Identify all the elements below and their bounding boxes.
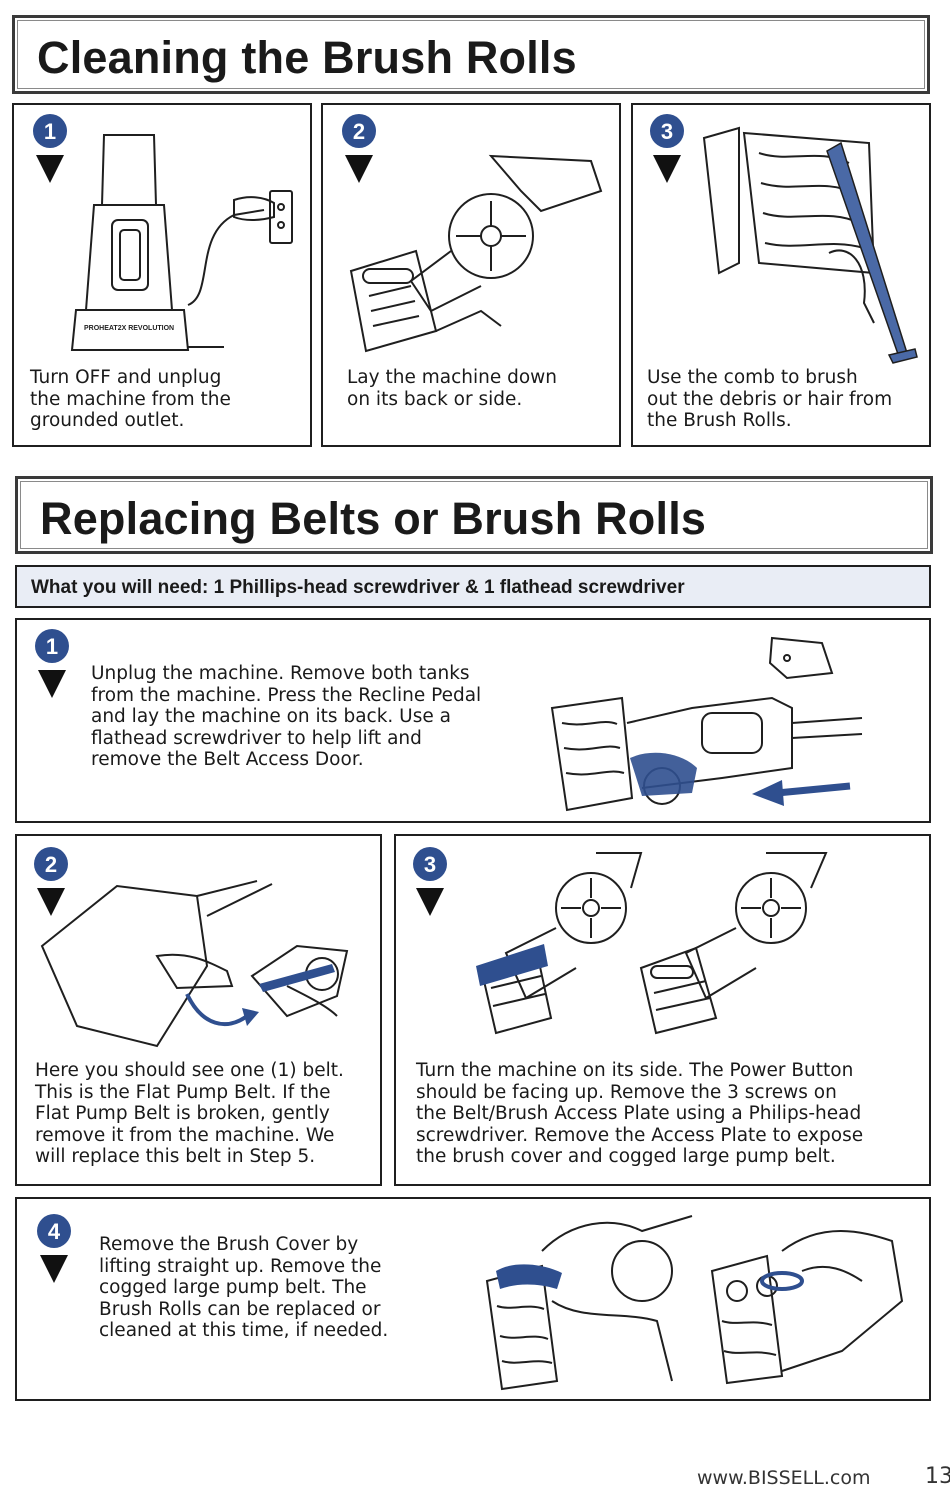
flat-pump-belt-illustration xyxy=(37,876,367,1051)
step-number: 2 xyxy=(45,852,57,877)
step-instruction: Remove the Brush Cover by lifting straig… xyxy=(99,1234,459,1342)
replace-step-2-panel: 2 Here you should see one (1) belt. This… xyxy=(15,834,382,1186)
step-number-badge: 1 xyxy=(32,626,72,706)
unplug-machine-illustration: PROHEAT2X REVOLUTION xyxy=(64,125,304,355)
required-tools-bar: What you will need: 1 Phillips-head scre… xyxy=(15,565,931,608)
step-number-badge: 3 xyxy=(410,844,450,924)
comb-brushing-illustration xyxy=(699,123,929,368)
brush-cover-removal-illustration xyxy=(482,1211,922,1391)
step-instruction: Lay the machine down on its back or side… xyxy=(347,367,613,410)
step-number: 1 xyxy=(44,119,56,144)
step-instruction: Use the comb to brush out the debris or … xyxy=(647,367,929,432)
step-number-badge: 3 xyxy=(647,111,687,191)
cleaning-step-1-panel: 1 PROHEAT2X REVOLUTION Turn OFF and unpl… xyxy=(12,103,312,447)
required-tools-text: What you will need: 1 Phillips-head scre… xyxy=(31,577,685,598)
step-number: 3 xyxy=(661,119,673,144)
replace-step-1-panel: 1 Unplug the machine. Remove both tanks … xyxy=(15,618,931,823)
step-number: 3 xyxy=(424,852,436,877)
belt-access-door-illustration xyxy=(532,628,872,818)
section-header-cleaning: Cleaning the Brush Rolls xyxy=(12,15,930,94)
page-number: 13 xyxy=(925,1464,950,1489)
replace-step-3-panel: 3 Turn the machine on its side. The Powe… xyxy=(394,834,931,1186)
step-number: 4 xyxy=(48,1219,61,1244)
access-plate-removal-illustration xyxy=(466,848,866,1038)
step-instruction: Turn the machine on its side. The Power … xyxy=(416,1060,928,1168)
footer-website: www.BISSELL.com xyxy=(697,1467,870,1489)
step-instruction: Here you should see one (1) belt. This i… xyxy=(35,1060,380,1168)
section-title: Replacing Belts or Brush Rolls xyxy=(40,493,706,545)
machine-brand-label: PROHEAT2X REVOLUTION xyxy=(84,325,174,332)
section-header-replacing: Replacing Belts or Brush Rolls xyxy=(15,476,933,554)
step-number: 1 xyxy=(46,634,58,659)
cleaning-step-3-panel: 3 Use the comb to brush out the debris o… xyxy=(631,103,931,447)
step-instruction: Turn OFF and unplug the machine from the… xyxy=(30,367,300,432)
step-instruction: Unplug the machine. Remove both tanks fr… xyxy=(91,663,531,771)
step-number: 2 xyxy=(353,119,365,144)
step-number-badge: 4 xyxy=(34,1211,74,1291)
section-title: Cleaning the Brush Rolls xyxy=(37,32,577,84)
cleaning-step-2-panel: 2 Lay the machine down on its back or si… xyxy=(321,103,621,447)
machine-laying-down-illustration xyxy=(341,151,611,361)
replace-step-4-panel: 4 Remove the Brush Cover by lifting stra… xyxy=(15,1197,931,1401)
